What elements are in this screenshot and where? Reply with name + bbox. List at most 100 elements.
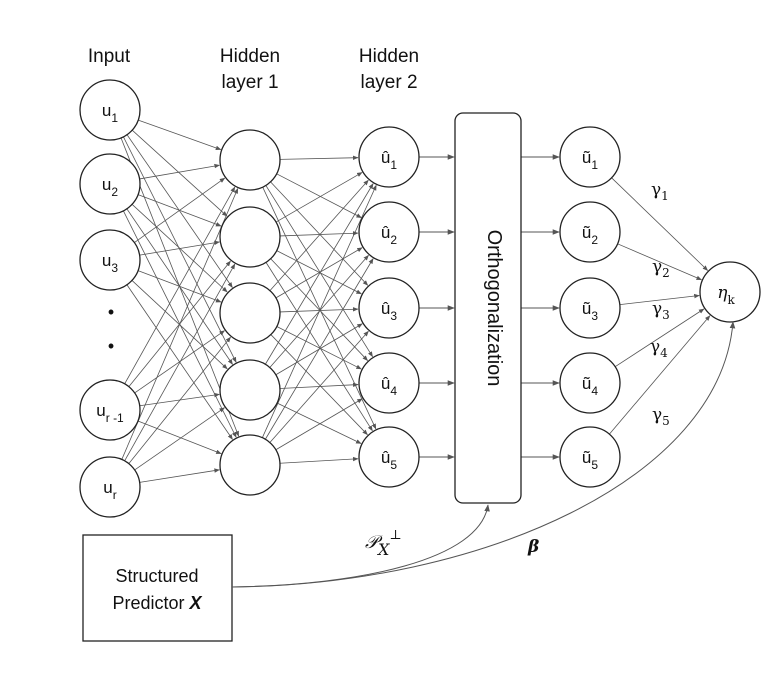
svg-text:ur -1: ur -1	[96, 401, 124, 425]
edge-input-5-to-h1-2	[124, 263, 236, 462]
edge-h1-2-to-h2-4	[270, 258, 369, 361]
edge-o-5-to-output	[609, 315, 711, 435]
hidden-layer-1-header-line1: Hidden	[220, 46, 280, 67]
hidden1-node-2	[219, 206, 281, 268]
projection-arrow	[231, 504, 490, 588]
edge-h1-1-to-h2-2	[276, 173, 362, 219]
hidden2-node-4: û4	[358, 352, 420, 414]
svg-text:ũ5: ũ5	[582, 448, 598, 472]
hidden2-node-5: û5	[358, 426, 420, 488]
edges-layer	[120, 119, 711, 483]
edge-h1-2-to-h2-2	[279, 231, 359, 237]
edge-input-5-to-h1-5	[139, 468, 220, 483]
gamma-label-5: γ5	[652, 405, 670, 428]
output-node: ηk	[699, 261, 761, 323]
svg-text:û2: û2	[381, 223, 397, 247]
edge-input-1-to-h1-1	[138, 119, 222, 150]
beta-label: β	[527, 537, 539, 557]
gamma-label-2: γ2	[652, 257, 670, 280]
edge-h1-5-to-h2-2	[265, 258, 374, 440]
gamma-label-3: γ3	[652, 299, 670, 322]
edge-h1-2-to-h2-3	[276, 250, 362, 295]
hidden-layer-1-header-line2: layer 1	[221, 72, 278, 93]
nodes-layer: u1 u2 u3 ur -1 ur û1 û2 û3 û4 û5 ũ1 ũ2 ũ3 ũ4 ũ5 ηk γ1 γ2 γ…	[79, 79, 761, 518]
hidden2-node-3: û3	[358, 277, 420, 339]
edge-input-4-to-h1-1	[124, 186, 236, 385]
edge-input-4-to-h1-3	[134, 330, 225, 394]
edge-o-3-to-output	[619, 293, 700, 305]
orthogonalization-box	[454, 112, 522, 504]
edge-h1-5-to-h2-1	[261, 184, 377, 438]
svg-text:u3: u3	[102, 251, 118, 275]
input-header: Input	[88, 46, 131, 67]
edge-h1-3-to-h2-4	[276, 326, 362, 370]
edge-h1-1-to-h2-5	[262, 187, 377, 430]
ellipsis-dot-1: •	[108, 302, 114, 322]
ortho-node-5: ũ5	[559, 426, 621, 488]
gamma-label-1: γ1	[651, 180, 669, 203]
edge-input-1-to-h1-4	[123, 136, 237, 363]
hidden-layer-2-header-line1: Hidden	[359, 46, 419, 67]
orthogonalization-label: Orthogonalization	[483, 230, 505, 387]
edge-h1-2-to-h2-5	[265, 262, 373, 432]
edge-h1-1-to-h2-1	[279, 155, 359, 161]
svg-text:û1: û1	[381, 148, 397, 172]
svg-text:ũ1: ũ1	[582, 148, 598, 172]
svg-text:ũ4: ũ4	[582, 374, 598, 398]
svg-text:u1: u1	[102, 101, 118, 125]
gamma-label-4: γ4	[650, 337, 668, 360]
edge-h1-5-to-h2-5	[279, 456, 359, 464]
svg-text:û3: û3	[381, 299, 397, 323]
beta-arrow	[231, 321, 736, 588]
svg-text:u2: u2	[102, 175, 118, 199]
structured-predictor-line1: Structured	[115, 566, 198, 586]
ortho-node-1: ũ1	[559, 126, 621, 188]
edge-h1-4-to-h2-1	[265, 183, 374, 365]
edge-o-2-to-output	[617, 243, 703, 281]
edge-input-3-to-h1-1	[134, 177, 226, 243]
input-node-4: ur -1	[79, 379, 141, 441]
hidden1-node-4	[219, 359, 281, 421]
ortho-node-2: ũ2	[559, 201, 621, 263]
hidden2-node-1: û1	[358, 126, 420, 188]
svg-text:û5: û5	[381, 448, 397, 472]
hidden1-node-5	[219, 434, 281, 496]
projection-label: 𝒫X⊥	[365, 528, 402, 559]
edge-input-1-to-h1-3	[126, 134, 233, 288]
edge-h1-4-to-h2-5	[276, 402, 362, 444]
input-node-5: ur	[79, 456, 141, 518]
ortho-node-4: ũ4	[559, 352, 621, 414]
svg-text:ur: ur	[103, 478, 116, 502]
edge-input-2-to-h1-1	[139, 163, 220, 180]
edge-input-5-to-h1-1	[121, 187, 239, 460]
edge-input-1-to-h1-2	[131, 129, 228, 217]
hidden1-node-3	[219, 282, 281, 344]
input-node-1: u1	[79, 79, 141, 141]
hidden1-node-1	[219, 129, 281, 191]
input-node-2: u2	[79, 153, 141, 215]
structured-predictor-box	[82, 534, 233, 642]
input-node-3: u3	[79, 229, 141, 291]
edge-h1-2-to-h2-1	[275, 172, 363, 223]
edge-input-5-to-h1-3	[128, 336, 231, 464]
edge-input-3-to-h1-2	[139, 240, 220, 256]
svg-text:û4: û4	[381, 374, 397, 398]
edge-h1-3-to-h2-2	[275, 247, 363, 299]
svg-text:ũ3: ũ3	[582, 299, 598, 323]
edge-h1-5-to-h2-3	[269, 330, 369, 443]
edge-h1-5-to-h2-4	[275, 398, 363, 451]
hidden-layer-2-header-line2: layer 2	[360, 72, 417, 93]
edge-h1-3-to-h2-3	[279, 307, 359, 313]
edge-o-4-to-output	[614, 308, 705, 367]
structured-predictor-line2: Predictor X	[112, 593, 202, 613]
edge-o-1-to-output	[611, 177, 709, 271]
edge-h1-3-to-h2-5	[270, 334, 368, 436]
svg-text:ũ2: ũ2	[582, 223, 598, 247]
ortho-node-3: ũ3	[559, 277, 621, 339]
svg-text:ηk: ηk	[717, 283, 735, 307]
ellipsis-dot-2: •	[108, 336, 114, 356]
hidden2-node-2: û2	[358, 201, 420, 263]
edge-input-5-to-h1-4	[134, 407, 225, 471]
edge-h1-1-to-h2-3	[270, 181, 369, 286]
